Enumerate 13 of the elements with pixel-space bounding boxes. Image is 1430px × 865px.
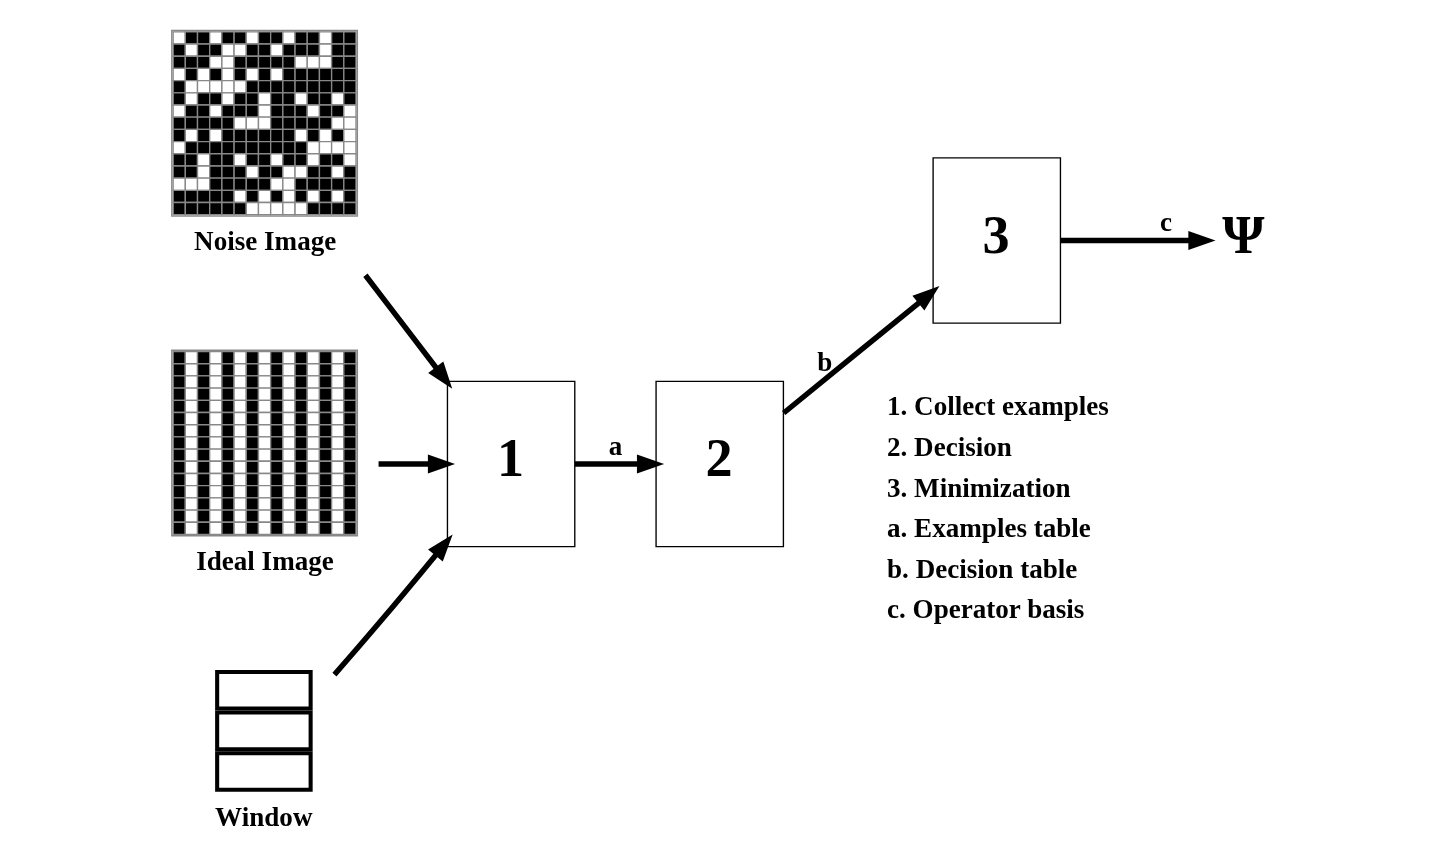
label: b. Decision table: [887, 553, 1078, 584]
label: 3. Minimization: [887, 472, 1071, 503]
label: 2. Decision: [887, 431, 1012, 462]
edge-label: c: [1160, 206, 1173, 237]
node-text: Ψ: [1222, 204, 1265, 265]
node-label: Ideal Image: [196, 545, 334, 576]
edge-label: b: [817, 346, 833, 377]
label: 1. Collect examples: [887, 391, 1109, 422]
node-label: Window: [215, 801, 313, 832]
edge-label: a: [608, 430, 623, 461]
node-label: Noise Image: [194, 225, 337, 256]
label: c. Operator basis: [887, 594, 1085, 625]
label: a. Examples table: [887, 513, 1091, 544]
